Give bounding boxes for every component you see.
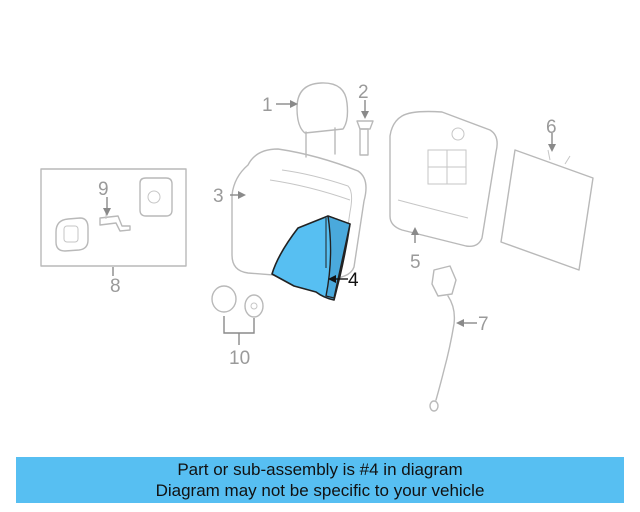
part-3-seatback-cover: 3: [213, 148, 367, 280]
callout-7: 7: [478, 314, 489, 335]
part-1-headrest: 1: [262, 82, 349, 158]
part-6-back-board: 6: [500, 117, 594, 271]
banner-line-1: Part or sub-assembly is #4 in diagram: [177, 460, 463, 479]
callout-2: 2: [358, 82, 369, 103]
part-7-cable: 7: [429, 265, 489, 412]
info-banner: Part or sub-assembly is #4 in diagram Di…: [16, 457, 624, 503]
callout-4: 4: [348, 270, 359, 291]
part-5-seatback-frame: 5: [389, 110, 498, 273]
part-10-clips: 10: [211, 285, 264, 369]
callout-1: 1: [262, 95, 273, 116]
callout-3: 3: [213, 186, 224, 207]
part-8-leader: 8: [110, 267, 121, 297]
parts-diagram: 9 8 1 2 3 4: [40, 82, 594, 412]
callout-8: 8: [110, 276, 121, 297]
part-8-kit-box: [40, 168, 187, 267]
callout-6: 6: [546, 117, 557, 138]
callout-9: 9: [98, 179, 109, 200]
callout-5: 5: [410, 252, 421, 273]
part-9-leader: 9: [98, 179, 111, 216]
banner-line-2: Diagram may not be specific to your vehi…: [155, 481, 485, 500]
part-2-guide: 2: [356, 82, 374, 156]
callout-10: 10: [229, 348, 250, 369]
part-4-side-trim-panel: 4: [271, 215, 359, 301]
